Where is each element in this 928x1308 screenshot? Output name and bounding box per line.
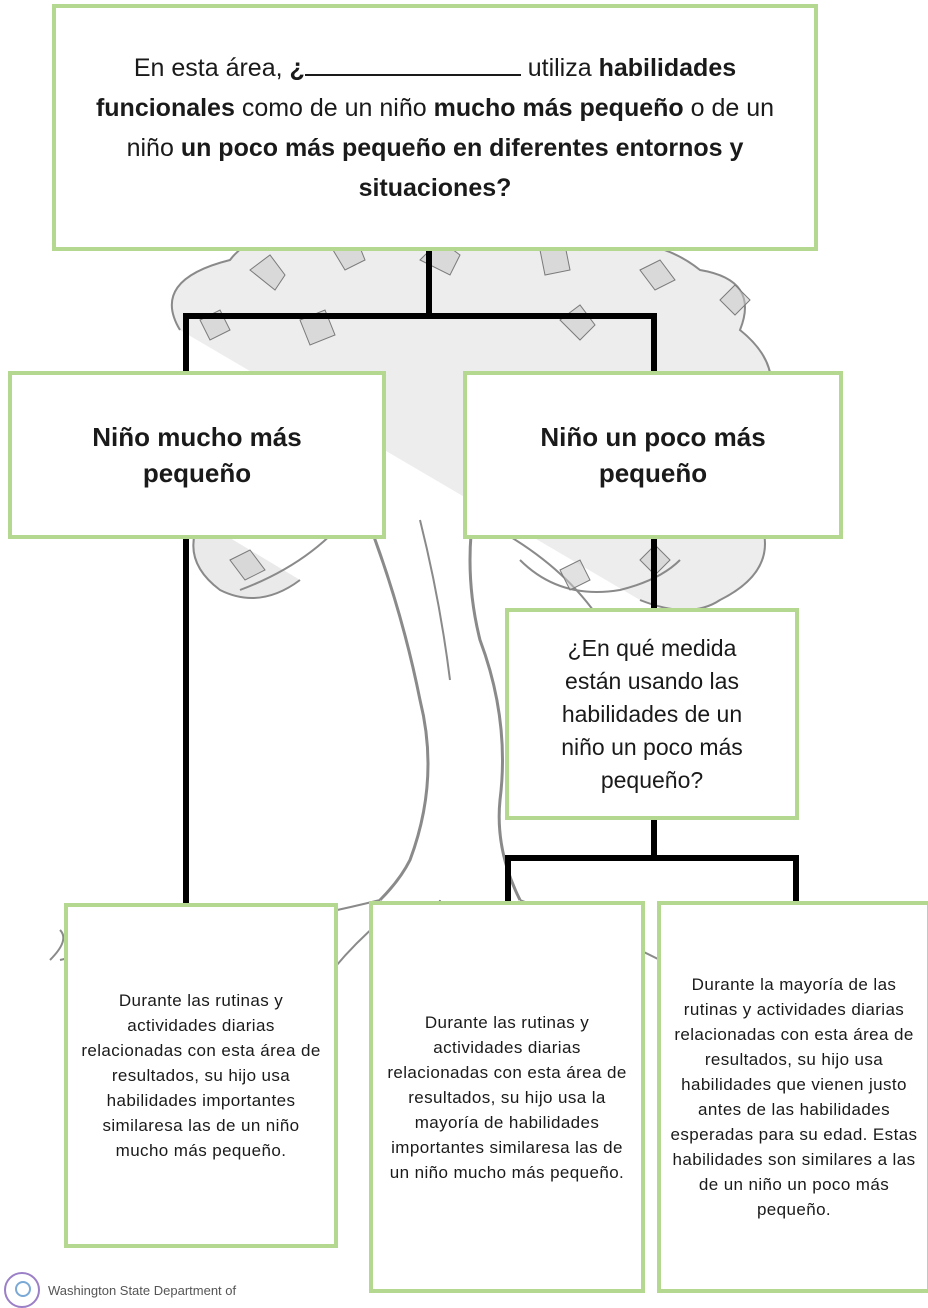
left-heading-text: Niño mucho más pequeño <box>92 422 302 488</box>
leaf-text-1: Durante las rutinas y actividades diaria… <box>81 991 321 1160</box>
right-heading-box: Niño un poco más pequeño <box>463 371 843 539</box>
circle-logo-icon <box>4 1272 40 1308</box>
leaf-box-3: Durante la mayoría de las rutinas y acti… <box>657 901 928 1293</box>
connector-bottom-horizontal <box>505 855 799 861</box>
top-question-bold3: un poco más pequeño en diferentes entorn… <box>180 133 744 202</box>
connector-left-long <box>183 536 189 906</box>
top-question-text: En esta área, ¿ utiliza habilidades func… <box>56 48 814 208</box>
top-question-open-mark: ¿ <box>289 53 305 82</box>
connector-left-drop <box>183 313 189 375</box>
right-heading-text: Niño un poco más pequeño <box>540 422 766 488</box>
footer: Washington State Department of <box>4 1272 236 1308</box>
connector-right-drop <box>651 313 657 375</box>
top-question-box: En esta área, ¿ utiliza habilidades func… <box>52 4 818 251</box>
connector-question-stem <box>651 817 657 859</box>
connector-right-to-question <box>651 536 657 612</box>
top-question-part2: utiliza <box>520 53 599 82</box>
leaf-text-3: Durante la mayoría de las rutinas y acti… <box>670 975 918 1219</box>
connector-top-stem <box>426 247 432 317</box>
leaf-box-2: Durante las rutinas y actividades diaria… <box>369 901 645 1293</box>
leaf-box-1: Durante las rutinas y actividades diaria… <box>64 903 338 1248</box>
top-question-blank <box>304 52 521 76</box>
top-question-part1: En esta área, <box>133 53 290 82</box>
top-question-part3: como de un niño <box>234 93 434 122</box>
top-question-bold2: mucho más pequeño <box>433 93 684 122</box>
connector-top-horizontal <box>183 313 657 319</box>
left-heading-box: Niño mucho más pequeño <box>8 371 386 539</box>
middle-question-box: ¿En qué medida están usando las habilida… <box>505 608 799 820</box>
connector-bottom-right-drop <box>793 855 799 907</box>
top-question-part4: o de un niño <box>126 93 775 162</box>
middle-question-text: ¿En qué medida están usando las habilida… <box>561 634 743 793</box>
top-question-bold1: habilidades funcionales <box>95 53 737 122</box>
connector-bottom-left-drop <box>505 855 511 907</box>
leaf-text-2: Durante las rutinas y actividades diaria… <box>387 1012 627 1182</box>
footer-text: Washington State Department of <box>48 1282 237 1298</box>
